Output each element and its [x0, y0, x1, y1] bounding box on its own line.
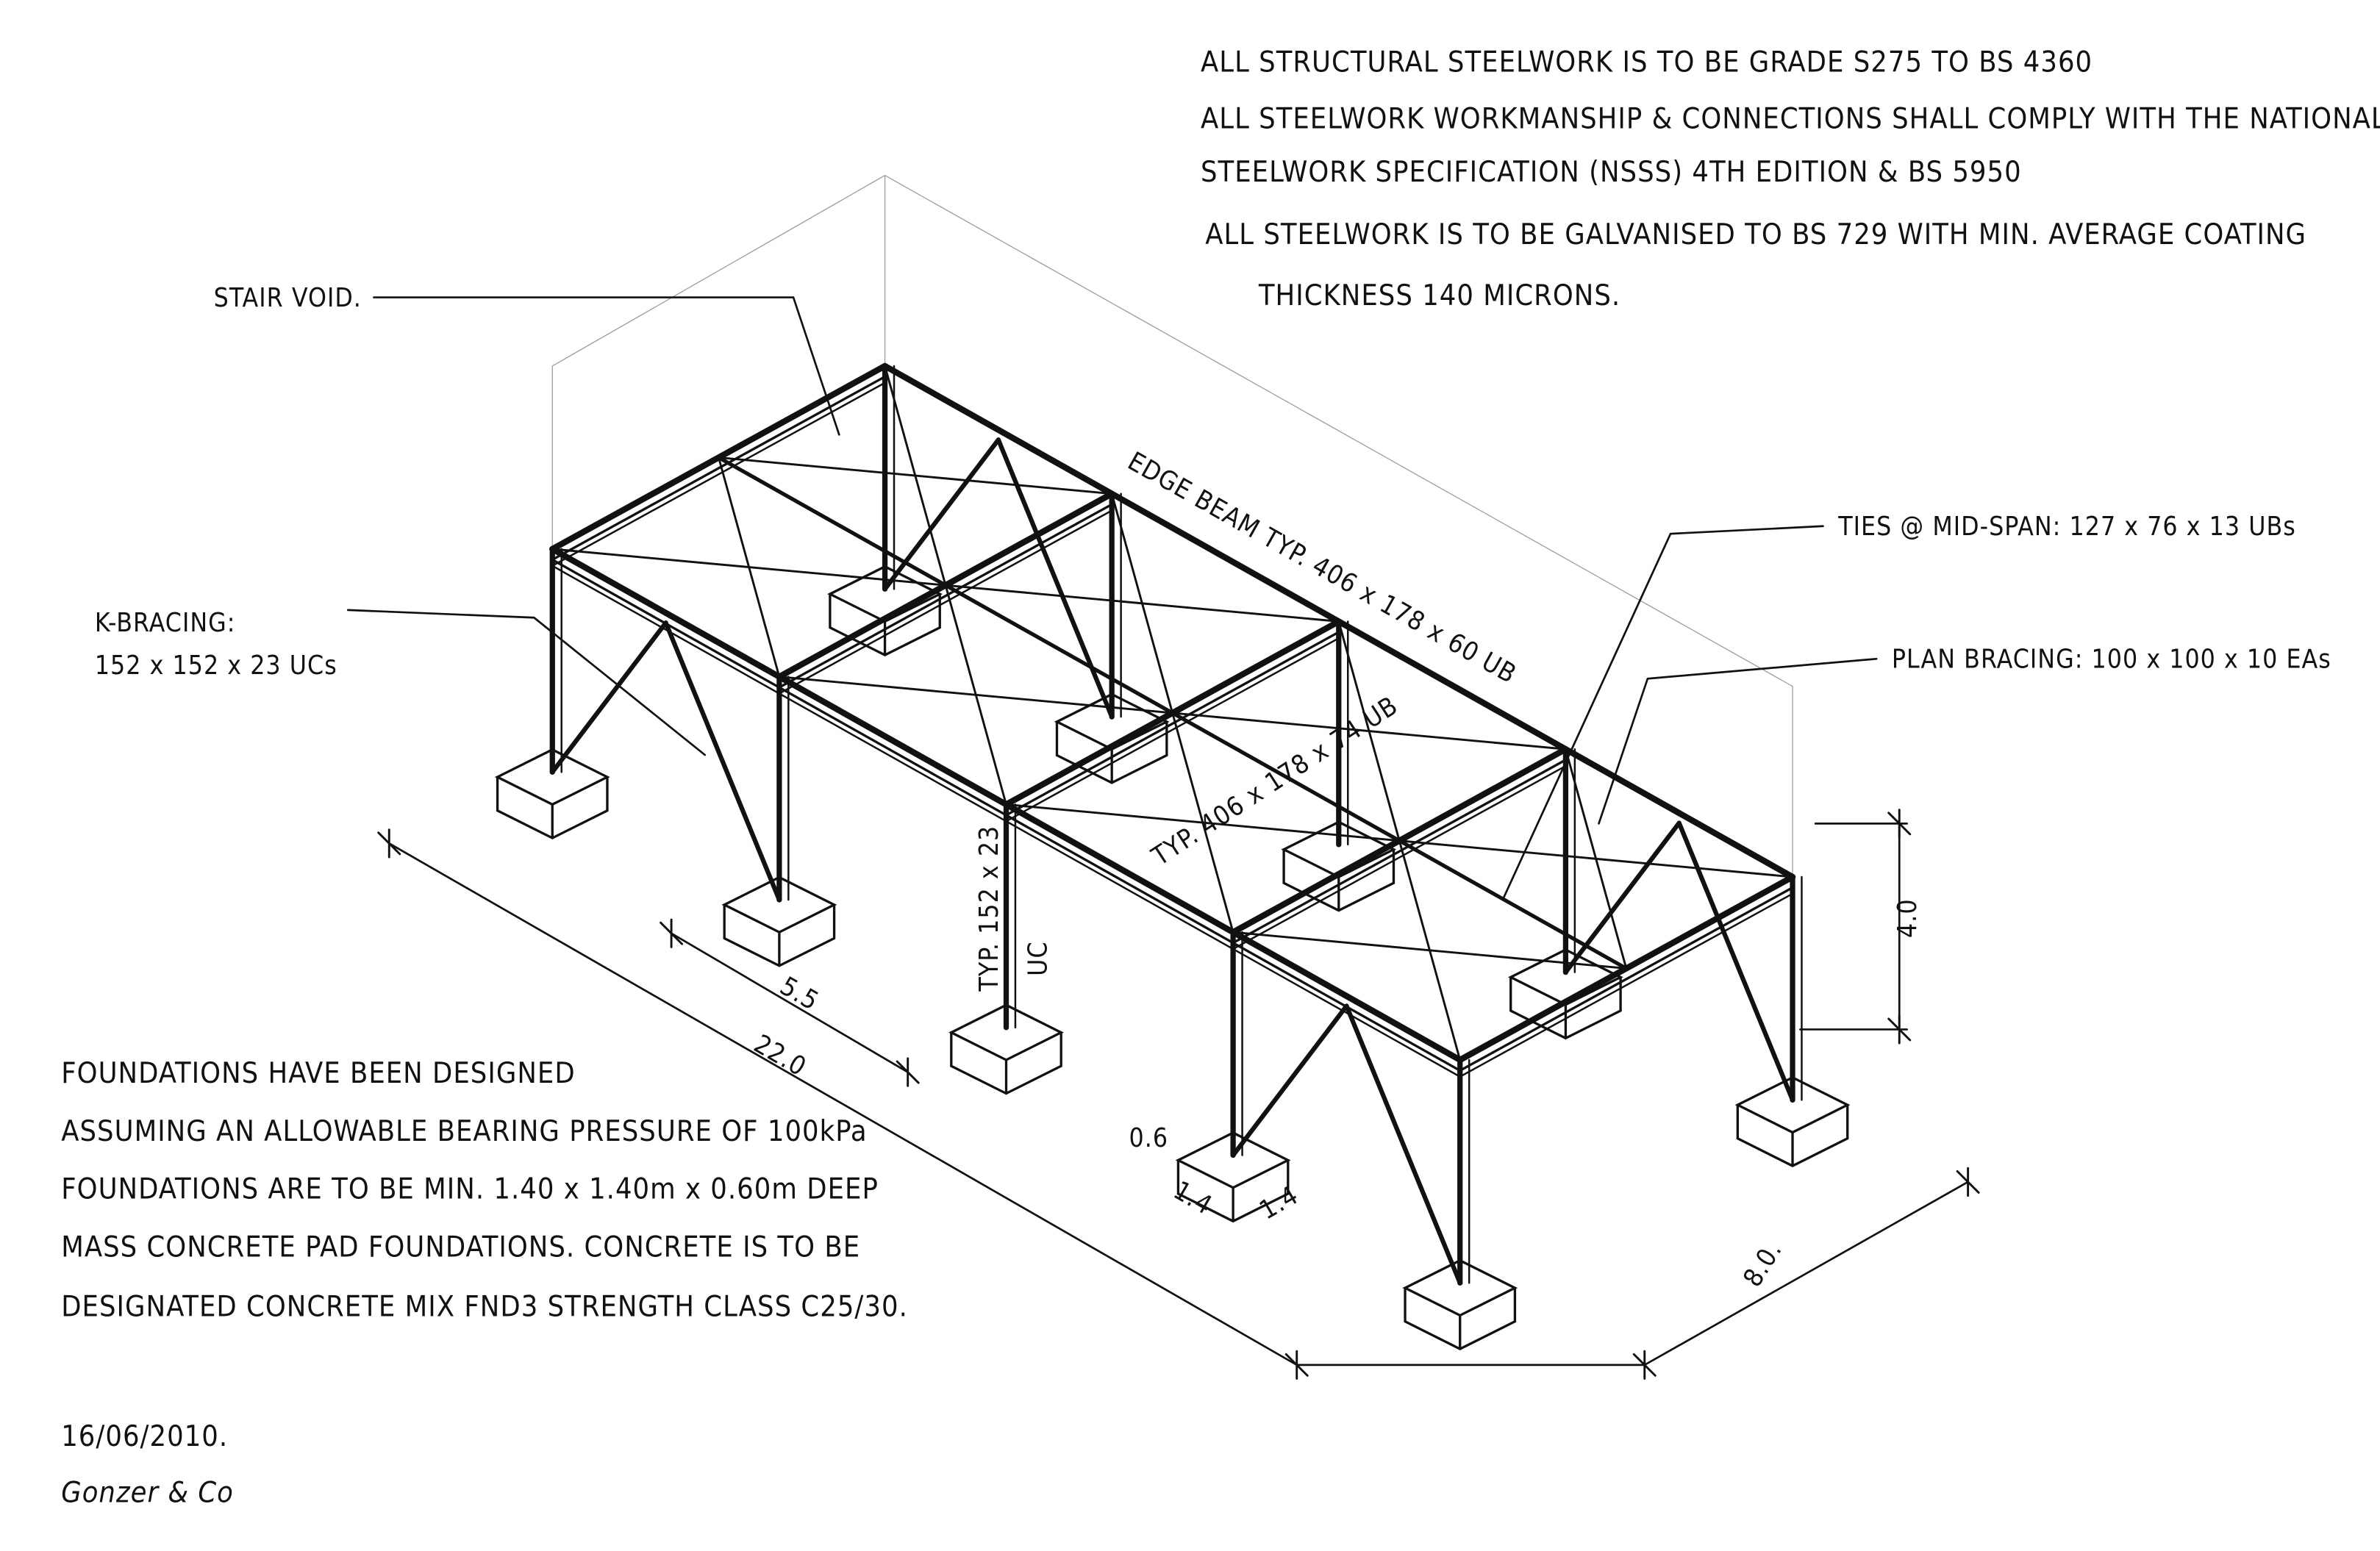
- pad-foundation: [721, 875, 837, 967]
- typ-column-suffix: UC: [1023, 941, 1053, 975]
- leader-line: [373, 296, 840, 436]
- plan-brace: [717, 456, 1113, 495]
- pad-foundation: [948, 1003, 1064, 1095]
- dim-length: 22.0: [749, 1029, 812, 1083]
- leader-line: [387, 842, 1298, 1366]
- cross-beam-flange: [1005, 637, 1340, 823]
- plan-brace: [1232, 931, 1628, 970]
- pad-foundation: [1175, 1131, 1291, 1223]
- spec-note: THICKNESS 140 MICRONS.: [1258, 279, 1620, 312]
- spec-note: ALL STEELWORK IS TO BE GALVANISED TO BS …: [1205, 218, 2306, 251]
- stair-void-label: STAIR VOID.: [214, 283, 362, 313]
- foundation-note: ASSUMING AN ALLOWABLE BEARING PRESSURE O…: [61, 1114, 867, 1148]
- foundation-notes: FOUNDATIONS HAVE BEEN DESIGNED ASSUMING …: [61, 1056, 908, 1510]
- plan-brace: [1005, 803, 1401, 842]
- steel-frame: [346, 174, 1980, 1380]
- edge-beam-label: EDGE BEAM TYP. 406 x 178 x 60 UB: [1123, 446, 1522, 689]
- cross-beam-flange: [1459, 892, 1794, 1078]
- k-brace: [882, 437, 1001, 592]
- plan-bracing-label: PLAN BRACING: 100 x 100 x 10 EAs: [1892, 645, 2331, 675]
- typ-column-label: TYP. 152 x 23: [974, 825, 1004, 992]
- k-brace: [663, 620, 782, 903]
- plan-brace: [551, 548, 947, 587]
- dim-pad-depth: 0.6: [1129, 1123, 1169, 1153]
- k-brace: [1563, 820, 1682, 975]
- leader-line: [1501, 525, 1824, 901]
- k-bracing-label: K-BRACING:: [95, 608, 236, 638]
- pad-foundation: [1402, 1258, 1518, 1350]
- dim-height: 4.0: [1893, 898, 1923, 938]
- signature: Gonzer & Co: [61, 1476, 234, 1510]
- guide-line: [884, 174, 1793, 687]
- pad-foundation: [1734, 1075, 1851, 1167]
- plan-brace: [944, 584, 1340, 623]
- k-brace: [1230, 1003, 1349, 1158]
- leader-line: [670, 932, 910, 1073]
- ties-label: TIES @ MID-SPAN: 127 x 76 x 13 UBs: [1837, 512, 2296, 542]
- cross-beam-flange: [1232, 764, 1567, 950]
- cross-beam-flange: [778, 503, 1113, 689]
- k-bracing-size-label: 152 x 152 x 23 UCs: [95, 651, 337, 681]
- dim-bay: 5.5: [775, 971, 824, 1017]
- dim-width: 8.0.: [1737, 1236, 1788, 1292]
- spec-notes: ALL STRUCTURAL STEELWORK IS TO BE GRADE …: [1201, 46, 2380, 312]
- plan-brace: [1398, 839, 1794, 878]
- leader-line: [346, 609, 707, 756]
- leader-line: [1598, 657, 1878, 825]
- pad-foundation: [494, 748, 610, 839]
- cross-beam-flange: [1459, 886, 1794, 1072]
- guide-line: [551, 174, 886, 367]
- k-brace: [1344, 1003, 1462, 1286]
- cross-beam-flange: [1004, 631, 1340, 817]
- leader-line: [1643, 1181, 1969, 1366]
- date: 16/06/2010.: [61, 1419, 228, 1453]
- plan-brace: [778, 676, 1174, 714]
- cross-beam-flange: [1232, 759, 1568, 945]
- foundation-note: FOUNDATIONS HAVE BEEN DESIGNED: [61, 1056, 576, 1090]
- cross-beam-flange: [778, 509, 1113, 695]
- foundation-note: MASS CONCRETE PAD FOUNDATIONS. CONCRETE …: [61, 1231, 860, 1264]
- k-brace: [550, 620, 668, 775]
- cross-beam-flange: [551, 382, 886, 567]
- foundation-note: FOUNDATIONS ARE TO BE MIN. 1.40 x 1.40m …: [61, 1172, 879, 1206]
- plan-brace: [1171, 712, 1567, 751]
- foundation-note: DESIGNATED CONCRETE MIX FND3 STRENGTH CL…: [61, 1289, 908, 1323]
- spec-note: ALL STEELWORK WORKMANSHIP & CONNECTIONS …: [1201, 101, 2380, 135]
- spec-note: ALL STRUCTURAL STEELWORK IS TO BE GRADE …: [1201, 46, 2093, 79]
- spec-note: STEELWORK SPECIFICATION (NSSS) 4TH EDITI…: [1201, 155, 2022, 189]
